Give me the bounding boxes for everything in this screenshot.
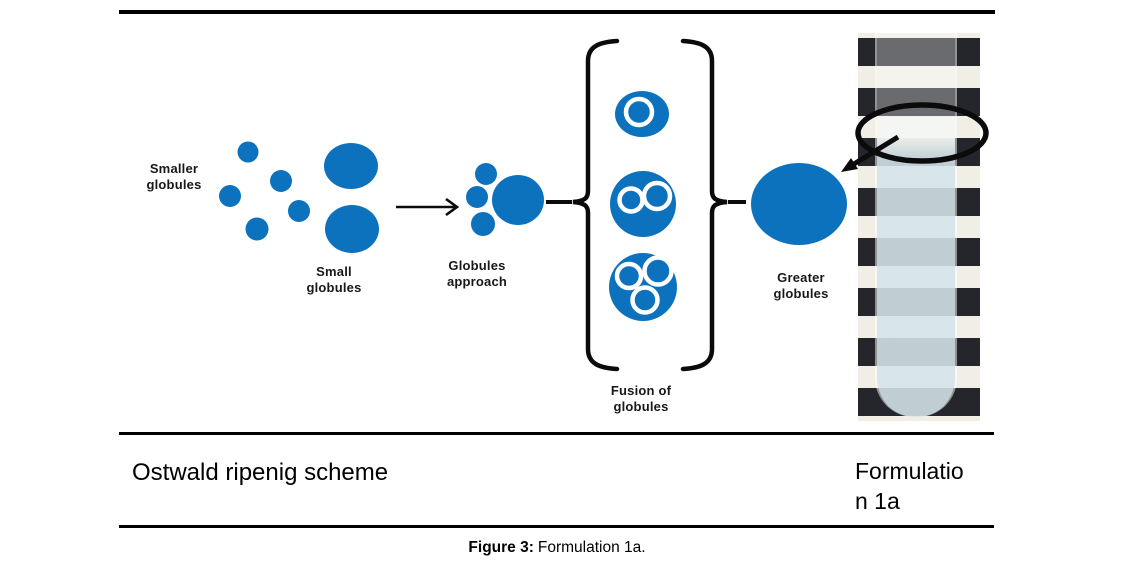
middle-border-line	[119, 432, 994, 435]
greater-globule-circle	[751, 163, 847, 245]
fusion-ring	[617, 186, 645, 214]
test-tube	[875, 33, 957, 417]
approach-globule-circle	[466, 186, 488, 208]
fusion-globule-3	[609, 253, 677, 321]
medium-globule-circle	[325, 205, 379, 253]
fusion-ring	[623, 96, 655, 128]
small-globule-circle	[288, 200, 310, 222]
figure-caption-text: Formulation 1a.	[537, 539, 646, 556]
small-globule-circle	[270, 170, 292, 192]
figure-caption-label: Figure 3:	[468, 539, 534, 556]
small-globule-circle	[219, 185, 241, 207]
approach-globule-circle	[471, 212, 495, 236]
small-globule-circle	[245, 217, 269, 241]
label-globules-approach: Globules approach	[446, 258, 508, 289]
medium-globule-circle	[324, 143, 378, 189]
fusion-globule-1	[615, 91, 669, 137]
small-globules-group	[324, 143, 379, 253]
globules-approach-group	[466, 163, 544, 236]
right-brace	[680, 38, 728, 372]
approach-globule-circle	[475, 163, 497, 185]
fusion-ring	[614, 261, 644, 291]
fusion-globule-2	[610, 171, 676, 237]
small-globule-circle	[237, 141, 259, 163]
photo-column-label: Formulatio n 1a	[855, 458, 964, 514]
fusion-ring	[642, 255, 674, 287]
fusion-globules-group	[609, 91, 677, 321]
bottom-border-line	[119, 525, 994, 528]
approach-big-globule-circle	[492, 175, 544, 225]
fusion-ring	[630, 285, 660, 315]
label-fusion-of-globules: Fusion of globules	[610, 383, 672, 414]
tube-glass-top	[877, 33, 955, 118]
left-brace	[572, 38, 620, 372]
right-arrow-icon	[396, 197, 460, 217]
label-greater-globules: Greater globules	[773, 270, 829, 301]
top-border-line	[119, 10, 995, 14]
scheme-title: Ostwald ripenig scheme	[132, 459, 389, 486]
formulation-photo	[858, 33, 980, 421]
figure-caption: Figure 3:Formulation 1a.	[119, 538, 995, 557]
label-smaller-globules: Smaller globules	[146, 161, 202, 192]
fusion-ring	[641, 180, 673, 212]
tube-liquid	[877, 118, 955, 417]
label-small-globules: Small globules	[306, 264, 362, 295]
smaller-globules-group	[219, 141, 310, 241]
